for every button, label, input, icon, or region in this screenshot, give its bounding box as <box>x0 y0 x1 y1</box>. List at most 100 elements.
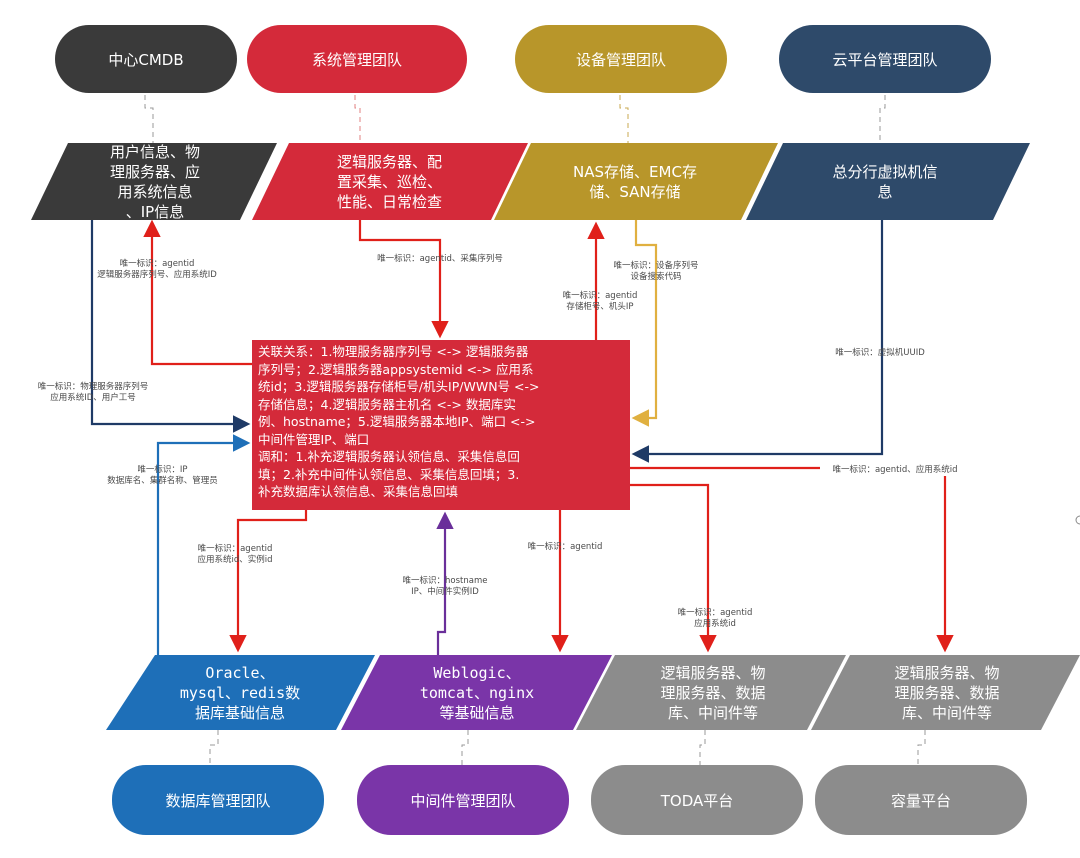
cmdb-info-line: 用系统信息 <box>117 182 193 201</box>
label-line: 数据库名、集群名称、管理员 <box>107 476 218 486</box>
team-toda-label: TODA平台 <box>660 791 734 810</box>
center-relationship-box: 关联关系：1.物理服务器序列号 <-> 逻辑服务器 序列号；2.逻辑服务器app… <box>252 340 630 510</box>
label-cmdb-up: 唯一标识：agentid 逻辑服务器序列号、应用系统ID <box>72 259 242 281</box>
center-line: 序列号；2.逻辑服务器appsystemid <-> 应用系 <box>258 361 534 377</box>
middleware-info-line: tomcat、nginx <box>419 683 535 702</box>
system-info-line: 性能、日常检查 <box>336 192 442 211</box>
system-info-line: 逻辑服务器、配 <box>336 152 442 171</box>
middleware-info-text: Weblogic、 tomcat、nginx 等基础信息 <box>362 655 592 730</box>
database-info-shape <box>106 655 375 730</box>
middleware-info-shape <box>341 655 612 730</box>
cmdb-connector-lines <box>90 219 252 433</box>
label-line: 逻辑服务器序列号、应用系统ID <box>97 270 217 280</box>
label-line: 唯一标识：agentid <box>527 542 603 552</box>
device-info-shape <box>494 143 778 220</box>
team-device[interactable]: 设备管理团队 <box>515 25 727 93</box>
capacity-info-line: 逻辑服务器、物 <box>894 663 1000 682</box>
center-line: 存储信息；4.逻辑服务器主机名 <-> 数据库实 <box>258 396 516 412</box>
team-cloud[interactable]: 云平台管理团队 <box>779 25 991 93</box>
device-info-text: NAS存储、EMC存 储、SAN存储 <box>520 143 750 220</box>
cmdb-info-line: 、IP信息 <box>125 202 185 221</box>
label-line: 设备搜索代码 <box>630 272 682 282</box>
cloud-info-line: 总分行虚拟机信 <box>832 162 938 181</box>
label-line: 唯一标识：IP <box>137 465 188 475</box>
system-info-text: 逻辑服务器、配 置采集、巡检、 性能、日常检查 <box>282 143 497 220</box>
label-db-up: 唯一标识：IP 数据库名、集群名称、管理员 <box>85 465 240 487</box>
center-line: 调和：1.补充逻辑服务器认领信息、采集信息回 <box>258 449 520 464</box>
label-system-down: 唯一标识：agentid、采集序列号 <box>360 254 520 265</box>
label-line: 唯一标识：agentid、采集序列号 <box>377 254 503 264</box>
label-line: 唯一标识：设备序列号 <box>613 261 699 271</box>
system-to-center-arrow <box>358 220 449 339</box>
label-line: 唯一标识：agentid <box>119 259 195 269</box>
team-database[interactable]: 数据库管理团队 <box>112 765 324 835</box>
label-db-down: 唯一标识：agentid 应用系统id、实例id <box>180 544 290 566</box>
team-system-label: 系统管理团队 <box>311 50 402 69</box>
cloud-to-center-arrow <box>631 220 884 463</box>
label-mw-up: 唯一标识：hostname IP、中间件实例ID <box>385 576 505 598</box>
label-line: 唯一标识：hostname <box>402 576 488 586</box>
label-toda-down: 唯一标识：agentid 应用系统id <box>665 608 765 630</box>
middleware-connector-lines <box>436 510 569 655</box>
toda-info-line: 理服务器、数据 <box>660 683 766 702</box>
label-cloud-down: 唯一标识：虚拟机UUID <box>825 348 935 359</box>
middleware-info-line: Weblogic、 <box>433 663 521 682</box>
team-middleware[interactable]: 中间件管理团队 <box>357 765 569 835</box>
label-line: 唯一标识：物理服务器序列号 <box>37 382 149 392</box>
team-middleware-label: 中间件管理团队 <box>410 791 516 810</box>
center-line: 关联关系：1.物理服务器序列号 <-> 逻辑服务器 <box>258 344 529 359</box>
database-connector-lines <box>156 434 308 655</box>
cmdb-info-shape <box>31 143 277 220</box>
cloud-info-text: 总分行虚拟机信 息 <box>770 143 1000 220</box>
label-line: IP、中间件实例ID <box>411 587 479 597</box>
bottom-dashed-connectors <box>209 730 926 765</box>
label-line: 唯一标识：agentid、应用系统id <box>832 465 958 475</box>
team-cmdb[interactable]: 中心CMDB <box>55 25 237 93</box>
cmdb-info-line: 用户信息、物 <box>109 142 200 161</box>
label-line: 存储柜号、机头IP <box>566 302 634 312</box>
label-line: 应用系统ID、用户工号 <box>50 393 136 403</box>
cloud-info-line: 息 <box>877 182 893 201</box>
label-line: 唯一标识：agentid <box>677 608 753 618</box>
system-info-line: 置采集、巡检、 <box>336 172 442 191</box>
label-device-down: 唯一标识：设备序列号 设备搜索代码 <box>596 261 716 283</box>
capacity-info-line: 理服务器、数据 <box>894 683 1000 702</box>
center-line: 中间件管理IP、端口 <box>258 431 370 447</box>
label-line: 唯一标识：agentid <box>562 291 638 301</box>
center-line: 填；2.补充中间件认领信息、采集信息回填；3. <box>258 466 520 482</box>
database-info-text: Oracle、 mysql、redis数 据库基础信息 <box>130 655 350 730</box>
label-line: 唯一标识：虚拟机UUID <box>835 348 925 358</box>
capacity-info-shape <box>811 655 1080 730</box>
toda-info-shape <box>576 655 846 730</box>
label-line: 唯一标识：agentid <box>197 544 273 554</box>
team-database-label: 数据库管理团队 <box>165 791 271 810</box>
label-device-up: 唯一标识：agentid 存储柜号、机头IP <box>550 291 650 313</box>
middleware-info-line: 等基础信息 <box>439 703 515 722</box>
database-info-line: 据库基础信息 <box>194 703 285 722</box>
toda-info-line: 库、中间件等 <box>667 703 758 722</box>
label-line: 应用系统id、实例id <box>197 555 273 565</box>
device-info-line: NAS存储、EMC存 <box>573 162 697 181</box>
center-line: 统id；3.逻辑服务器存储柜号/机头IP/WWN号 <-> <box>258 379 540 394</box>
cmdb-info-text: 用户信息、物 理服务器、应 用系统信息 、IP信息 <box>60 142 250 221</box>
capacity-info-line: 库、中间件等 <box>901 703 992 722</box>
label-line: 应用系统id <box>694 619 736 629</box>
capacity-info-text: 逻辑服务器、物 理服务器、数据 库、中间件等 <box>832 655 1062 730</box>
team-toda[interactable]: TODA平台 <box>591 765 803 835</box>
edge-mark <box>1075 515 1080 525</box>
label-mw-down: 唯一标识：agentid <box>515 542 615 553</box>
label-capacity-down: 唯一标识：agentid、应用系统id <box>820 465 970 476</box>
toda-info-line: 逻辑服务器、物 <box>660 663 766 682</box>
team-capacity[interactable]: 容量平台 <box>815 765 1027 835</box>
device-info-line: 储、SAN存储 <box>589 182 681 201</box>
top-dashed-connectors <box>144 95 886 143</box>
team-capacity-label: 容量平台 <box>890 791 951 810</box>
team-device-label: 设备管理团队 <box>575 50 666 69</box>
database-info-line: mysql、redis数 <box>179 683 301 702</box>
cmdb-info-line: 理服务器、应 <box>109 162 200 181</box>
center-line: 例、hostname；5.逻辑服务器本地IP、端口 <-> <box>258 414 536 429</box>
database-info-line: Oracle、 <box>205 663 275 682</box>
team-system[interactable]: 系统管理团队 <box>247 25 467 93</box>
center-line: 补充数据库认领信息、采集信息回填 <box>258 484 459 499</box>
